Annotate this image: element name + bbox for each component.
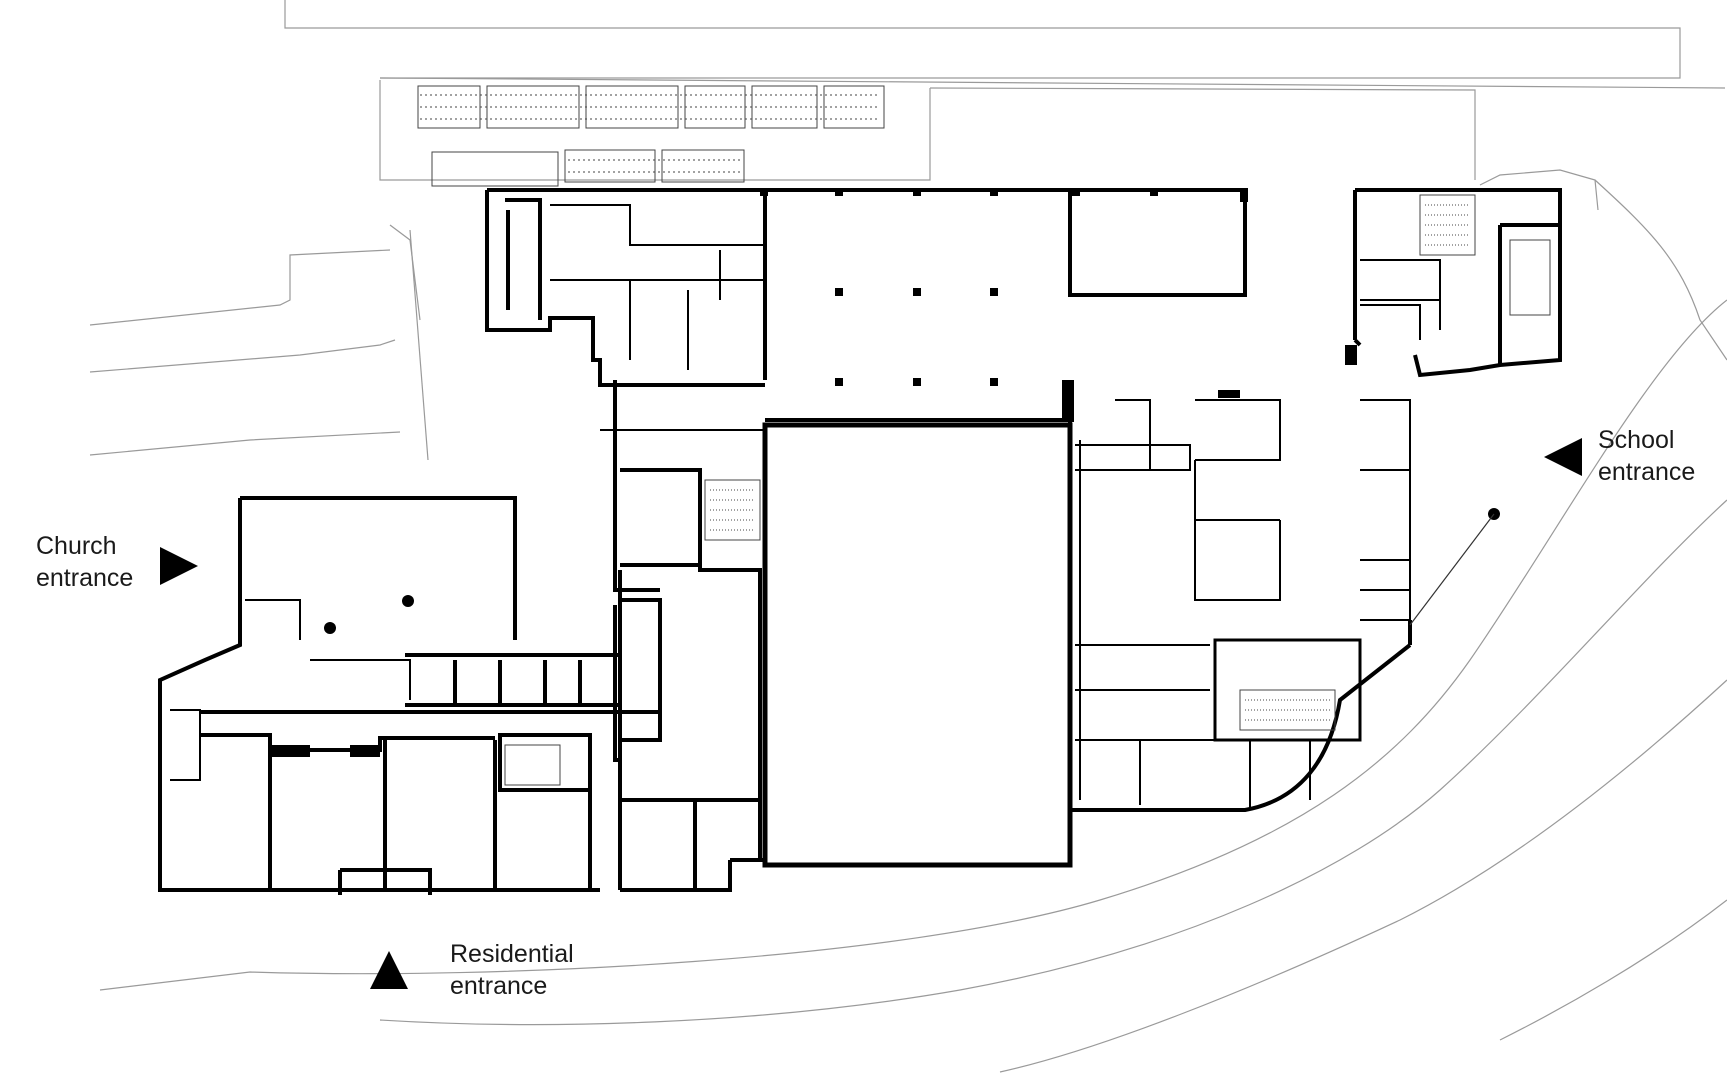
pillars xyxy=(324,508,1500,634)
walls xyxy=(158,188,1562,895)
residential-entrance-label: Residential entrance xyxy=(450,940,574,1000)
stairs xyxy=(504,194,1551,786)
columns xyxy=(270,188,1357,757)
church-entrance-arrow-icon xyxy=(160,547,198,585)
church-entrance-label: Church entrance xyxy=(36,532,134,592)
school-entrance-arrow-icon xyxy=(1544,438,1582,476)
partitions xyxy=(170,204,1441,810)
residential-entrance-arrow-icon xyxy=(370,951,408,989)
bike-racks xyxy=(417,85,885,187)
site-context xyxy=(89,0,1727,1073)
school-entrance-label: School entrance xyxy=(1598,426,1696,486)
canopy-line xyxy=(1409,513,1495,626)
